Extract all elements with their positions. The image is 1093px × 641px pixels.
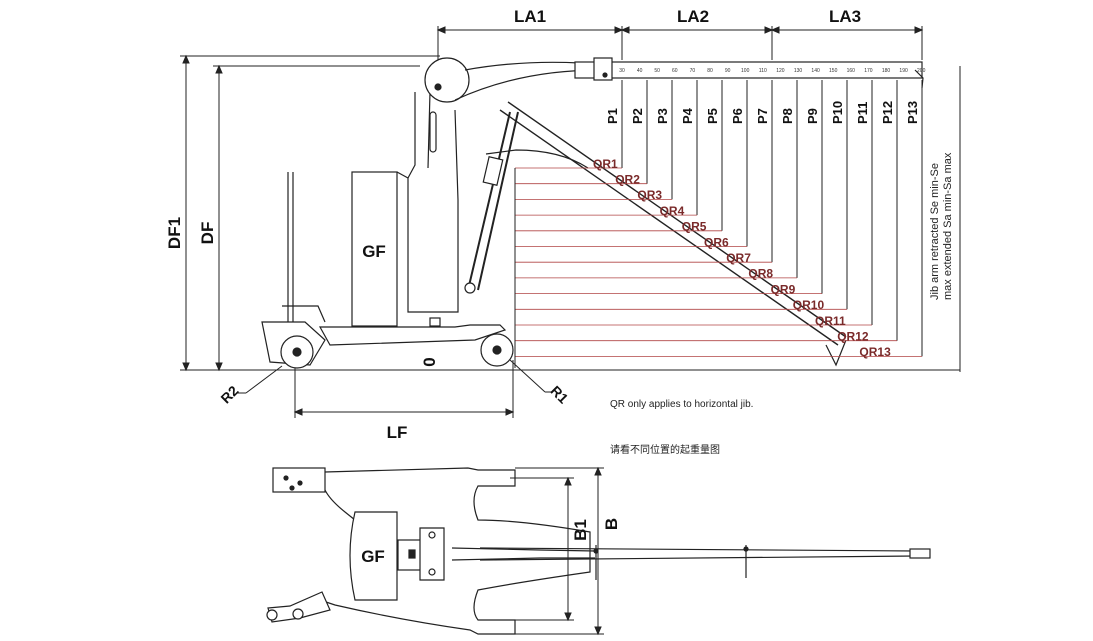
jib-tick-label: 110 [759, 68, 767, 74]
width-dimensions [510, 466, 604, 636]
qr-label: QR9 [771, 282, 796, 296]
jib-tick-label: 190 [899, 68, 908, 74]
df-label: DF [198, 222, 217, 245]
position-label: P5 [705, 108, 720, 124]
qr-label: QR2 [615, 173, 640, 187]
position-label: P9 [805, 108, 820, 124]
la3-label: LA3 [829, 7, 861, 26]
b1-label: B1 [571, 519, 590, 541]
qr-label: QR13 [859, 345, 891, 359]
qr-label: QR11 [815, 314, 846, 328]
la1-label: LA1 [514, 7, 546, 26]
zero-height-label: 0 [420, 357, 439, 366]
position-label: P6 [730, 108, 745, 124]
jib-note-line1: Jib arm retracted Se min-Se [929, 163, 941, 300]
qr-label: QR1 [593, 157, 618, 171]
jib-note-line2: max extended Sa min-Sa max [942, 152, 954, 300]
position-label: P8 [780, 108, 795, 124]
ballast-label-top: GF [361, 547, 385, 566]
jib-tick-label: 140 [811, 68, 820, 74]
qr-label: QR6 [704, 235, 729, 249]
load-capacity-lines [515, 167, 922, 357]
horizontal-reach-dimensions [436, 26, 924, 76]
df1-label: DF1 [165, 217, 184, 249]
qr-label: QR8 [748, 267, 773, 281]
jib-tick-label: 30 [619, 68, 625, 74]
qr-label: QR12 [837, 330, 869, 344]
jib-tick-label: 60 [672, 68, 678, 74]
jib-tick-label: 150 [829, 68, 838, 74]
qr-label: QR5 [682, 220, 707, 234]
jib-scale-ticks: 30 40 50 60 70 80 90 100 110 120 130 140 150 160 170 18… [619, 68, 925, 74]
qr-label: QR10 [793, 298, 825, 312]
position-label: P11 [855, 102, 870, 124]
height-dimensions [180, 54, 960, 372]
position-label: P4 [680, 107, 695, 124]
crane-side-view [261, 57, 924, 369]
r1-label: R1 [548, 382, 572, 406]
r2-label: R2 [217, 382, 241, 406]
jib-tick-label: 170 [864, 68, 873, 74]
ballast-label-side: GF [362, 242, 386, 261]
jib-tick-label: 50 [654, 68, 660, 74]
position-label: P3 [655, 108, 670, 124]
crane-top-view [266, 467, 931, 635]
jib-tick-label: 90 [725, 68, 731, 74]
lf-label: LF [387, 423, 408, 442]
position-label: P7 [755, 108, 770, 124]
jib-tick-label: 100 [741, 68, 750, 74]
qr-labels: QR1QR2QR3QR4QR5QR6QR7QR8QR9QR10QR11QR12Q… [593, 157, 891, 359]
position-label: P10 [830, 101, 845, 124]
jib-tick-label: 200 [917, 68, 926, 74]
position-label: P2 [630, 108, 645, 124]
position-label: P12 [880, 101, 895, 124]
jib-tick-label: 180 [882, 68, 891, 74]
qr-label: QR7 [726, 251, 751, 265]
wheelbase-dimensions [236, 359, 552, 418]
jib-tick-label: 120 [776, 68, 785, 74]
position-labels: P1 P2 P3 P4 P5 P6 P7 P8 P9 P10 P11 P12 P13 [605, 101, 920, 124]
jib-tick-label: 130 [794, 68, 803, 74]
position-label: P13 [905, 101, 920, 124]
qr-label: QR3 [637, 188, 662, 202]
jib-tick-label: 160 [847, 68, 856, 74]
la2-label: LA2 [677, 7, 709, 26]
jib-tick-label: 70 [690, 68, 696, 74]
cn-footnote: 请看不同位置的起重量图 [610, 443, 720, 456]
qr-label: QR4 [660, 204, 685, 218]
b-label: B [602, 518, 621, 530]
qr-footnote: QR only applies to horizontal jib. [610, 399, 753, 410]
jib-tick-label: 40 [637, 68, 643, 74]
position-label: P1 [605, 108, 620, 124]
jib-tick-label: 80 [707, 68, 713, 74]
load-position-lines [621, 80, 923, 357]
